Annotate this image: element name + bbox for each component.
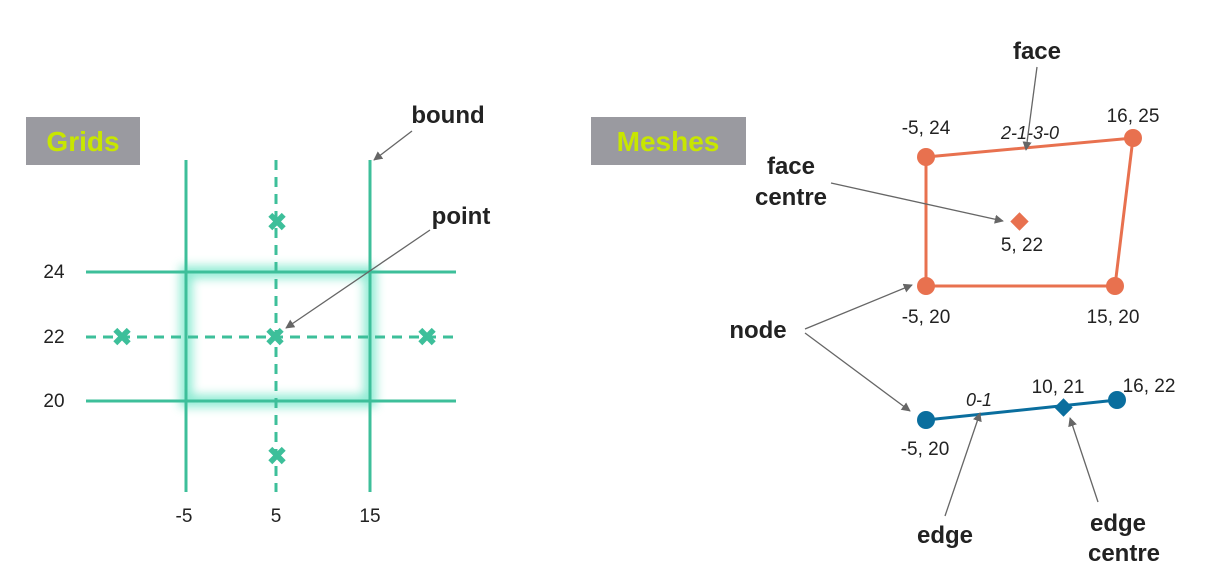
face-arrow (1022, 66, 1038, 151)
grid-points: ✖ ✖ ✖ ✖ ✖ (111, 208, 438, 472)
face-centre-callout-line2: centre (755, 184, 827, 211)
edge-centre-coord: 10, 21 (1032, 377, 1085, 398)
mesh-edge (925, 398, 1118, 422)
meshes-label: Meshes (617, 126, 720, 157)
y-tick-22: 22 (43, 327, 64, 348)
grid-point-marker: ✖ (264, 323, 286, 353)
meshes-label-box (591, 117, 746, 165)
x-tick-minus5: -5 (176, 506, 193, 527)
node-arrow-edge (804, 332, 911, 412)
y-tick-20: 20 (43, 391, 64, 412)
x-tick-15: 15 (359, 506, 380, 527)
face-node-coord: -5, 20 (902, 307, 951, 328)
edge-centre-callout-line1: edge (1090, 510, 1146, 537)
grids-panel: Grids ✖ ✖ ✖ ✖ ✖ 24 22 20 -5 5 15 bound p… (26, 102, 490, 527)
face-callout: face (1013, 38, 1061, 65)
grids-label-box (26, 117, 140, 165)
bound-callout: bound (411, 102, 484, 129)
edge-centre-arrow (1068, 417, 1099, 503)
face-node-coord: 15, 20 (1087, 307, 1140, 328)
edge-node-coord: 16, 22 (1123, 376, 1176, 397)
edge-connectivity: 0-1 (966, 390, 992, 410)
edge-node (1108, 391, 1126, 409)
edge-node-coord: -5, 20 (901, 439, 950, 460)
x-tick-5: 5 (271, 506, 282, 527)
grid-point-marker: ✖ (111, 323, 133, 353)
node-callout: node (729, 317, 786, 344)
node-arrow-face (804, 283, 913, 330)
edge-arrow (944, 412, 982, 517)
grids-label: Grids (46, 126, 119, 157)
face-node (1106, 277, 1124, 295)
face-centre-arrow (830, 182, 1004, 224)
grid-point-marker: ✖ (266, 442, 288, 472)
face-node-coord: 16, 25 (1107, 106, 1160, 127)
meshes-panel: Meshes -5, 24 16, 25 -5, 20 15, 20 5, 22… (591, 38, 1175, 567)
edge-callout: edge (917, 522, 973, 549)
face-node (917, 148, 935, 166)
face-node (1124, 129, 1142, 147)
bound-arrow (373, 130, 413, 161)
face-centre-marker (1010, 212, 1029, 231)
grid-point-marker: ✖ (416, 323, 438, 353)
face-connectivity: 2-1-3-0 (1000, 123, 1059, 143)
y-tick-24: 24 (43, 262, 65, 283)
edge-node (917, 411, 935, 429)
face-centre-coord: 5, 22 (1001, 235, 1043, 256)
edge-centre-callout-line2: centre (1088, 540, 1160, 567)
grid-point-marker: ✖ (266, 208, 288, 238)
face-centre-callout-line1: face (767, 153, 815, 180)
point-arrow (285, 229, 431, 329)
point-callout: point (432, 203, 491, 230)
face-node (917, 277, 935, 295)
edge-centre-marker (1054, 398, 1073, 417)
face-node-coord: -5, 24 (902, 118, 951, 139)
mesh-face (924, 136, 1135, 288)
